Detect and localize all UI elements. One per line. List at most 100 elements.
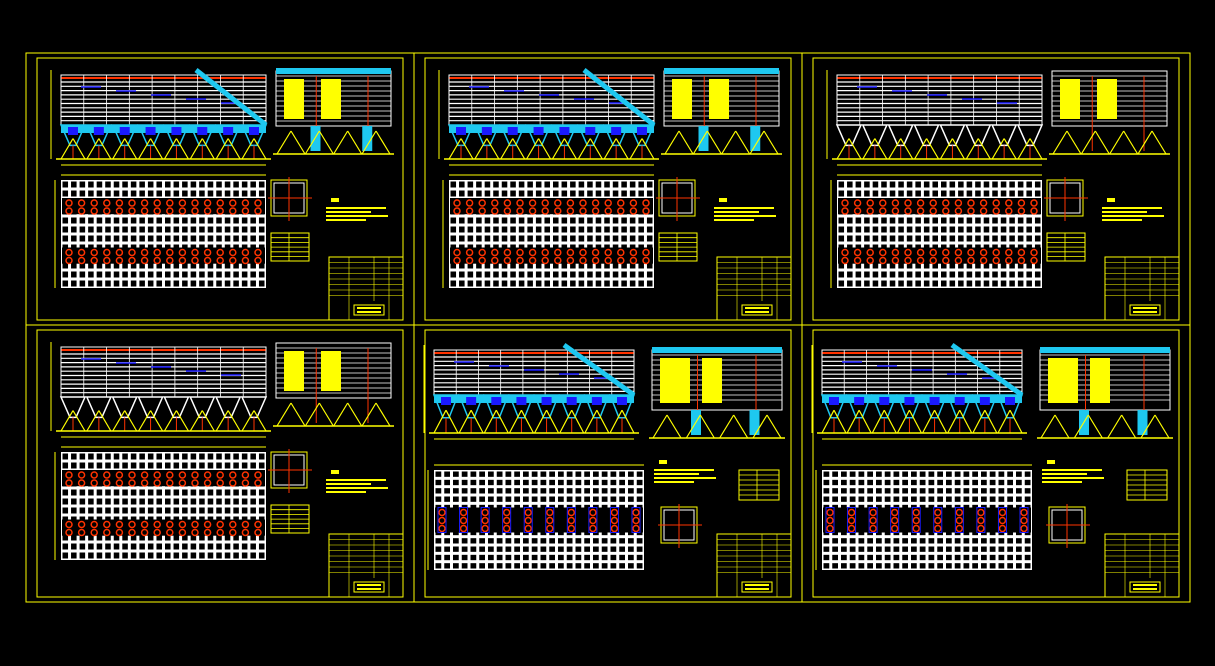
filter-bag-circle <box>203 248 212 257</box>
filter-bag-circle <box>992 207 1000 215</box>
filter-bag-circle <box>604 207 612 215</box>
sheet-3[interactable] <box>801 52 1191 326</box>
sheet-5[interactable] <box>413 324 803 603</box>
hopper <box>432 394 460 419</box>
filter-bag-circle <box>954 199 963 207</box>
filter-bag-circle <box>954 256 963 265</box>
filter-bag-circle <box>567 524 576 533</box>
title-block <box>716 533 792 598</box>
filter-bag-circle <box>153 199 161 207</box>
front-elevation <box>811 342 1027 440</box>
filter-bag-circle <box>128 256 136 265</box>
filter-bag-circle <box>528 256 537 265</box>
filter-bag-circle <box>241 528 250 537</box>
filter-bag-circle <box>140 207 149 215</box>
sheet-1[interactable] <box>25 52 415 326</box>
filter-bag-circle <box>115 479 124 487</box>
filter-bag-circle <box>103 479 111 487</box>
filter-bag-circle <box>103 520 111 529</box>
filter-bag-circle <box>254 479 262 487</box>
sheet-2[interactable] <box>413 52 803 326</box>
notes-block <box>326 198 388 221</box>
filter-bag-circle <box>229 207 237 215</box>
filter-bag-circle <box>879 199 887 207</box>
filter-bag-circle <box>191 528 199 537</box>
notes-block <box>326 470 388 493</box>
filter-bag-circle <box>140 199 149 207</box>
hopper <box>861 124 889 147</box>
hopper <box>111 396 138 419</box>
filter-bag-circle <box>604 199 612 207</box>
filter-bag-circle <box>891 256 900 265</box>
filter-bag-circle <box>216 248 224 257</box>
hopper <box>137 396 164 419</box>
filter-bag-circle <box>589 508 597 517</box>
filter-bag-circle <box>90 471 98 479</box>
sheet-6[interactable] <box>801 324 1191 603</box>
filter-bag-circle <box>869 516 877 525</box>
plan-view <box>442 174 654 288</box>
filter-bag-circle <box>566 207 575 215</box>
filter-bag-circle <box>604 248 612 257</box>
filter-bag-circle <box>140 479 149 487</box>
notes-block <box>1042 460 1104 483</box>
filter-bag-circle <box>140 471 149 479</box>
filter-bag-circle <box>604 256 612 265</box>
hopper <box>508 394 535 419</box>
filter-bag-circle <box>153 528 161 537</box>
filter-bag-circle <box>481 508 489 517</box>
filter-bag-circle <box>203 207 212 215</box>
parts-table <box>270 504 310 534</box>
filter-bag-circle <box>1020 516 1028 525</box>
filter-bag-circle <box>254 256 262 265</box>
filter-bag-circle <box>566 199 575 207</box>
sheet-inner-border <box>812 329 1180 598</box>
sheet-inner-border <box>36 329 404 598</box>
filter-bag-circle <box>77 207 86 215</box>
filter-bag-circle <box>841 199 849 207</box>
filter-bag-circle <box>879 248 887 257</box>
filter-bag-circle <box>203 471 212 479</box>
filter-bag-circle <box>891 199 900 207</box>
filter-bag-circle <box>890 508 899 517</box>
filter-bag-circle <box>216 471 224 479</box>
filter-bag-circle <box>254 520 262 529</box>
filter-bag-circle <box>229 520 237 529</box>
filter-bag-circle <box>65 207 73 215</box>
filter-bag-circle <box>566 248 575 257</box>
filter-bag-circle <box>438 516 446 525</box>
filter-bag-circle <box>1020 508 1028 517</box>
filter-bag-circle <box>866 248 874 257</box>
filter-bag-circle <box>567 516 576 525</box>
sheet-4[interactable] <box>25 324 415 603</box>
hopper <box>871 394 898 419</box>
hopper <box>85 396 113 419</box>
filter-bag-circle <box>77 528 86 537</box>
filter-bag-circle <box>254 199 262 207</box>
hopper <box>533 394 560 419</box>
filter-bag-circle <box>453 248 461 257</box>
hopper <box>921 394 948 419</box>
filter-bag-circle <box>554 199 562 207</box>
filter-bag-circle <box>65 248 73 257</box>
filter-bag-circle <box>841 256 849 265</box>
filter-bag-circle <box>465 256 474 265</box>
sheet-inner-border <box>424 329 792 598</box>
filter-bag-circle <box>140 528 149 537</box>
sheet-inner-border <box>812 57 1180 321</box>
filter-bag-circle <box>955 516 964 525</box>
filter-bag-circle <box>115 199 124 207</box>
filter-bag-circle <box>103 207 111 215</box>
filter-bag-circle <box>203 256 212 265</box>
filter-bag-circle <box>203 528 212 537</box>
filter-bag-circle <box>546 516 554 525</box>
filter-bag-circle <box>1017 199 1026 207</box>
filter-bag-circle <box>459 508 468 517</box>
filter-bag-circle <box>241 256 250 265</box>
filter-bag-circle <box>166 256 174 265</box>
filter-bag-circle <box>1017 207 1026 215</box>
filter-bag-circle <box>610 524 619 533</box>
filter-bag-circle <box>629 207 638 215</box>
hopper <box>846 394 873 419</box>
